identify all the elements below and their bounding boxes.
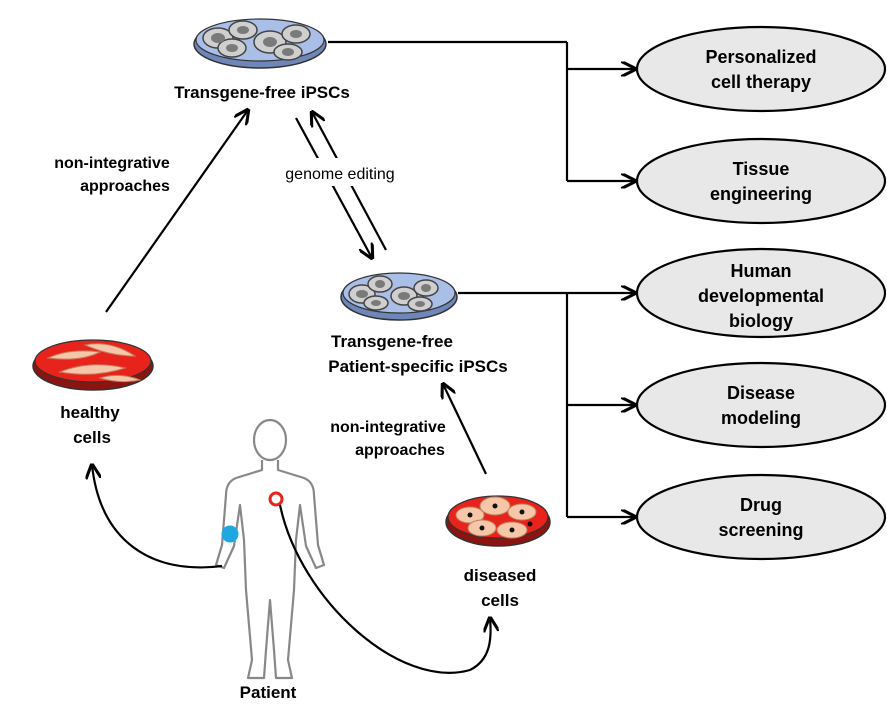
diseased-cells-label-line1: diseased (464, 566, 537, 585)
application-tissue-engineering: Tissue engineering (635, 137, 887, 225)
non-integrative-right-line2: approaches (355, 442, 445, 459)
application-line1: Tissue (733, 159, 790, 179)
application-human-developmental-biology: Human developmental biology (635, 247, 887, 339)
application-line1: Disease (727, 383, 795, 403)
non-integrative-right-line1: non-integrative (330, 419, 446, 436)
genome-editing-label-bg (262, 158, 412, 186)
arrow-diseased-to-ipsc (443, 384, 487, 475)
arrow-patient-to-diseased (278, 504, 491, 674)
non-integrative-left-line1: non-integrative (54, 155, 170, 172)
ipsc-dish-patient (340, 272, 458, 321)
healthy-cells-dish (32, 339, 154, 391)
connector-top (328, 40, 635, 181)
application-line2: engineering (710, 184, 812, 204)
patient-specific-label-line2: Patient-specific iPSCs (328, 357, 508, 376)
application-drug-screening: Drug screening (635, 473, 887, 561)
diseased-sample-marker-icon (268, 491, 284, 507)
genome-editing-label: genome editing (285, 166, 394, 183)
diseased-cells-dish (445, 495, 551, 547)
non-integrative-left-line2: approaches (80, 178, 170, 195)
patient-body-icon (214, 418, 326, 680)
ipsc-dish-top (193, 18, 327, 69)
patient-label: Patient (240, 683, 297, 702)
transgene-free-ipscs-label: Transgene-free iPSCs (174, 83, 350, 102)
application-line3: biology (729, 311, 793, 331)
application-line1: Drug (740, 495, 782, 515)
arrow-patient-to-healthy (92, 465, 223, 569)
application-disease-modeling: Disease modeling (635, 361, 887, 449)
healthy-cells-label-line1: healthy (60, 403, 120, 422)
application-line2: modeling (721, 408, 801, 428)
application-line2: cell therapy (711, 72, 811, 92)
diseased-cells-label-line2: cells (481, 591, 519, 610)
healthy-sample-marker-icon (221, 525, 239, 543)
healthy-cells-label-line2: cells (73, 428, 111, 447)
arrow-healthy-to-ipsc (105, 110, 248, 313)
patient-specific-label-line1: Transgene-free (331, 332, 453, 351)
application-line2: developmental (698, 286, 824, 306)
application-line1: Human (730, 261, 791, 281)
application-line2: screening (718, 520, 803, 540)
connector-patient (458, 293, 635, 517)
arrow-editing-down (295, 117, 372, 258)
application-personalized-cell-therapy: Personalized cell therapy (635, 25, 887, 113)
application-line1: Personalized (705, 47, 816, 67)
